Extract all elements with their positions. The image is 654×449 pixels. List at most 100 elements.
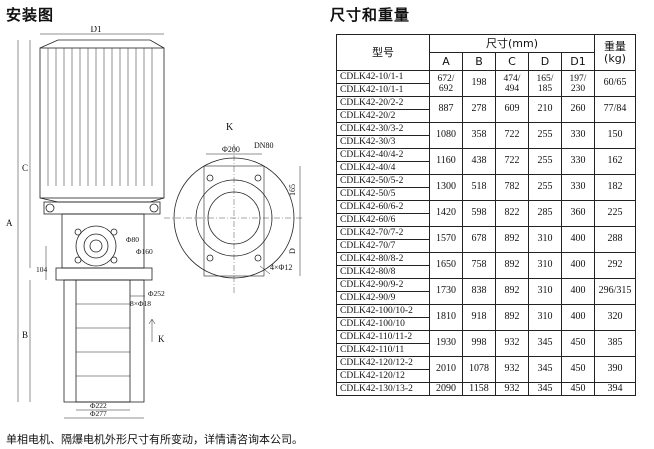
cell-a: 1420 <box>429 200 463 227</box>
cell-d1: 450 <box>561 356 595 383</box>
model-cell: CDLK42-130/13-2 <box>336 382 430 396</box>
cell-a: 1080 <box>429 122 463 149</box>
cell-a: 1650 <box>429 252 463 279</box>
col-b: B <box>462 52 496 71</box>
cell-b: 438 <box>462 148 496 175</box>
col-weight: 重量(kg) <box>594 34 636 71</box>
cell-a: 672/692 <box>429 70 463 97</box>
model-name: CDLK42-20/2-2 <box>337 97 429 110</box>
cell-d1: 330 <box>561 148 595 175</box>
cell-d: 255 <box>528 174 562 201</box>
cell-d1: 330 <box>561 122 595 149</box>
label-phi160: Φ160 <box>136 247 153 256</box>
model-name: CDLK42-10/1-1 <box>337 71 429 84</box>
cell-weight: 60/65 <box>594 70 636 97</box>
model-name: CDLK42-80/8 <box>340 267 396 277</box>
model-name: CDLK42-70/7-2 <box>337 227 429 240</box>
model-name: CDLK42-110/11-2 <box>337 331 429 344</box>
cell-d: 310 <box>528 252 562 279</box>
cell-weight: 320 <box>594 304 636 331</box>
install-drawing-heading: 安装图 <box>6 6 55 24</box>
value-part: 494 <box>504 83 520 94</box>
model-name: CDLK42-90/9-2 <box>337 279 429 292</box>
model-name: CDLK42-70/7 <box>340 241 396 251</box>
cell-weight: 162 <box>594 148 636 175</box>
cell-a: 1300 <box>429 174 463 201</box>
cell-d: 345 <box>528 356 562 383</box>
cell-a: 2010 <box>429 356 463 383</box>
base-plate <box>55 267 153 281</box>
cell-weight: 292 <box>594 252 636 279</box>
cell-c: 722 <box>495 148 529 175</box>
label-165: 165 <box>288 184 297 196</box>
cell-c: 722 <box>495 122 529 149</box>
outlet-flange <box>75 225 117 267</box>
cell-b: 278 <box>462 96 496 123</box>
cell-weight: 182 <box>594 174 636 201</box>
cell-b: 918 <box>462 304 496 331</box>
value-part: 672/ <box>437 73 455 84</box>
value-part: 692 <box>438 83 454 94</box>
motor-top-cap <box>39 39 165 49</box>
cell-b: 1158 <box>462 382 496 396</box>
label-c: C <box>22 163 28 173</box>
label-d1: D1 <box>91 26 102 34</box>
cell-weight: 225 <box>594 200 636 227</box>
label-phi222: Φ222 <box>90 401 107 410</box>
cell-weight: 385 <box>594 330 636 357</box>
motor-body <box>39 47 165 199</box>
cell-c: 782 <box>495 174 529 201</box>
cell-weight: 394 <box>594 382 636 396</box>
label-k-arrow: K <box>158 334 165 344</box>
cell-c: 822 <box>495 200 529 227</box>
cell-d1: 260 <box>561 96 595 123</box>
value-part: 185 <box>537 83 553 94</box>
dimensions-weight-heading: 尺寸和重量 <box>330 6 411 24</box>
cell-a: 1810 <box>429 304 463 331</box>
label-phi80: Φ80 <box>126 235 139 244</box>
cell-d1: 400 <box>561 252 595 279</box>
cell-d1: 450 <box>561 330 595 357</box>
label-dn80: DN80 <box>254 141 274 150</box>
cell-c: 892 <box>495 304 529 331</box>
cell-b: 998 <box>462 330 496 357</box>
cell-d1: 197/230 <box>561 70 595 97</box>
cell-b: 838 <box>462 278 496 305</box>
model-name: CDLK42-120/12 <box>340 371 405 381</box>
model-name: CDLK42-110/11 <box>340 345 405 355</box>
cell-a: 2090 <box>429 382 463 396</box>
cell-d1: 330 <box>561 174 595 201</box>
model-name: CDLK42-40/4-2 <box>337 149 429 162</box>
cell-d: 310 <box>528 304 562 331</box>
model-name: CDLK42-60/6 <box>340 215 396 225</box>
model-name: CDLK42-90/9 <box>340 293 396 303</box>
cell-c: 892 <box>495 226 529 253</box>
footnote: 单相电机、隔爆电机外形尺寸有所变动，详情请咨询本公司。 <box>6 433 303 446</box>
model-name: CDLK42-120/12-2 <box>337 357 429 370</box>
cell-b: 1078 <box>462 356 496 383</box>
cell-weight: 77/84 <box>594 96 636 123</box>
model-name: CDLK42-50/5 <box>340 189 396 199</box>
model-name: CDLK42-30/3 <box>340 137 396 147</box>
label-b: B <box>22 330 28 340</box>
cell-weight: 150 <box>594 122 636 149</box>
cell-d1: 400 <box>561 304 595 331</box>
cell-d: 285 <box>528 200 562 227</box>
model-name: CDLK42-10/1-1 <box>340 85 404 95</box>
cell-b: 358 <box>462 122 496 149</box>
